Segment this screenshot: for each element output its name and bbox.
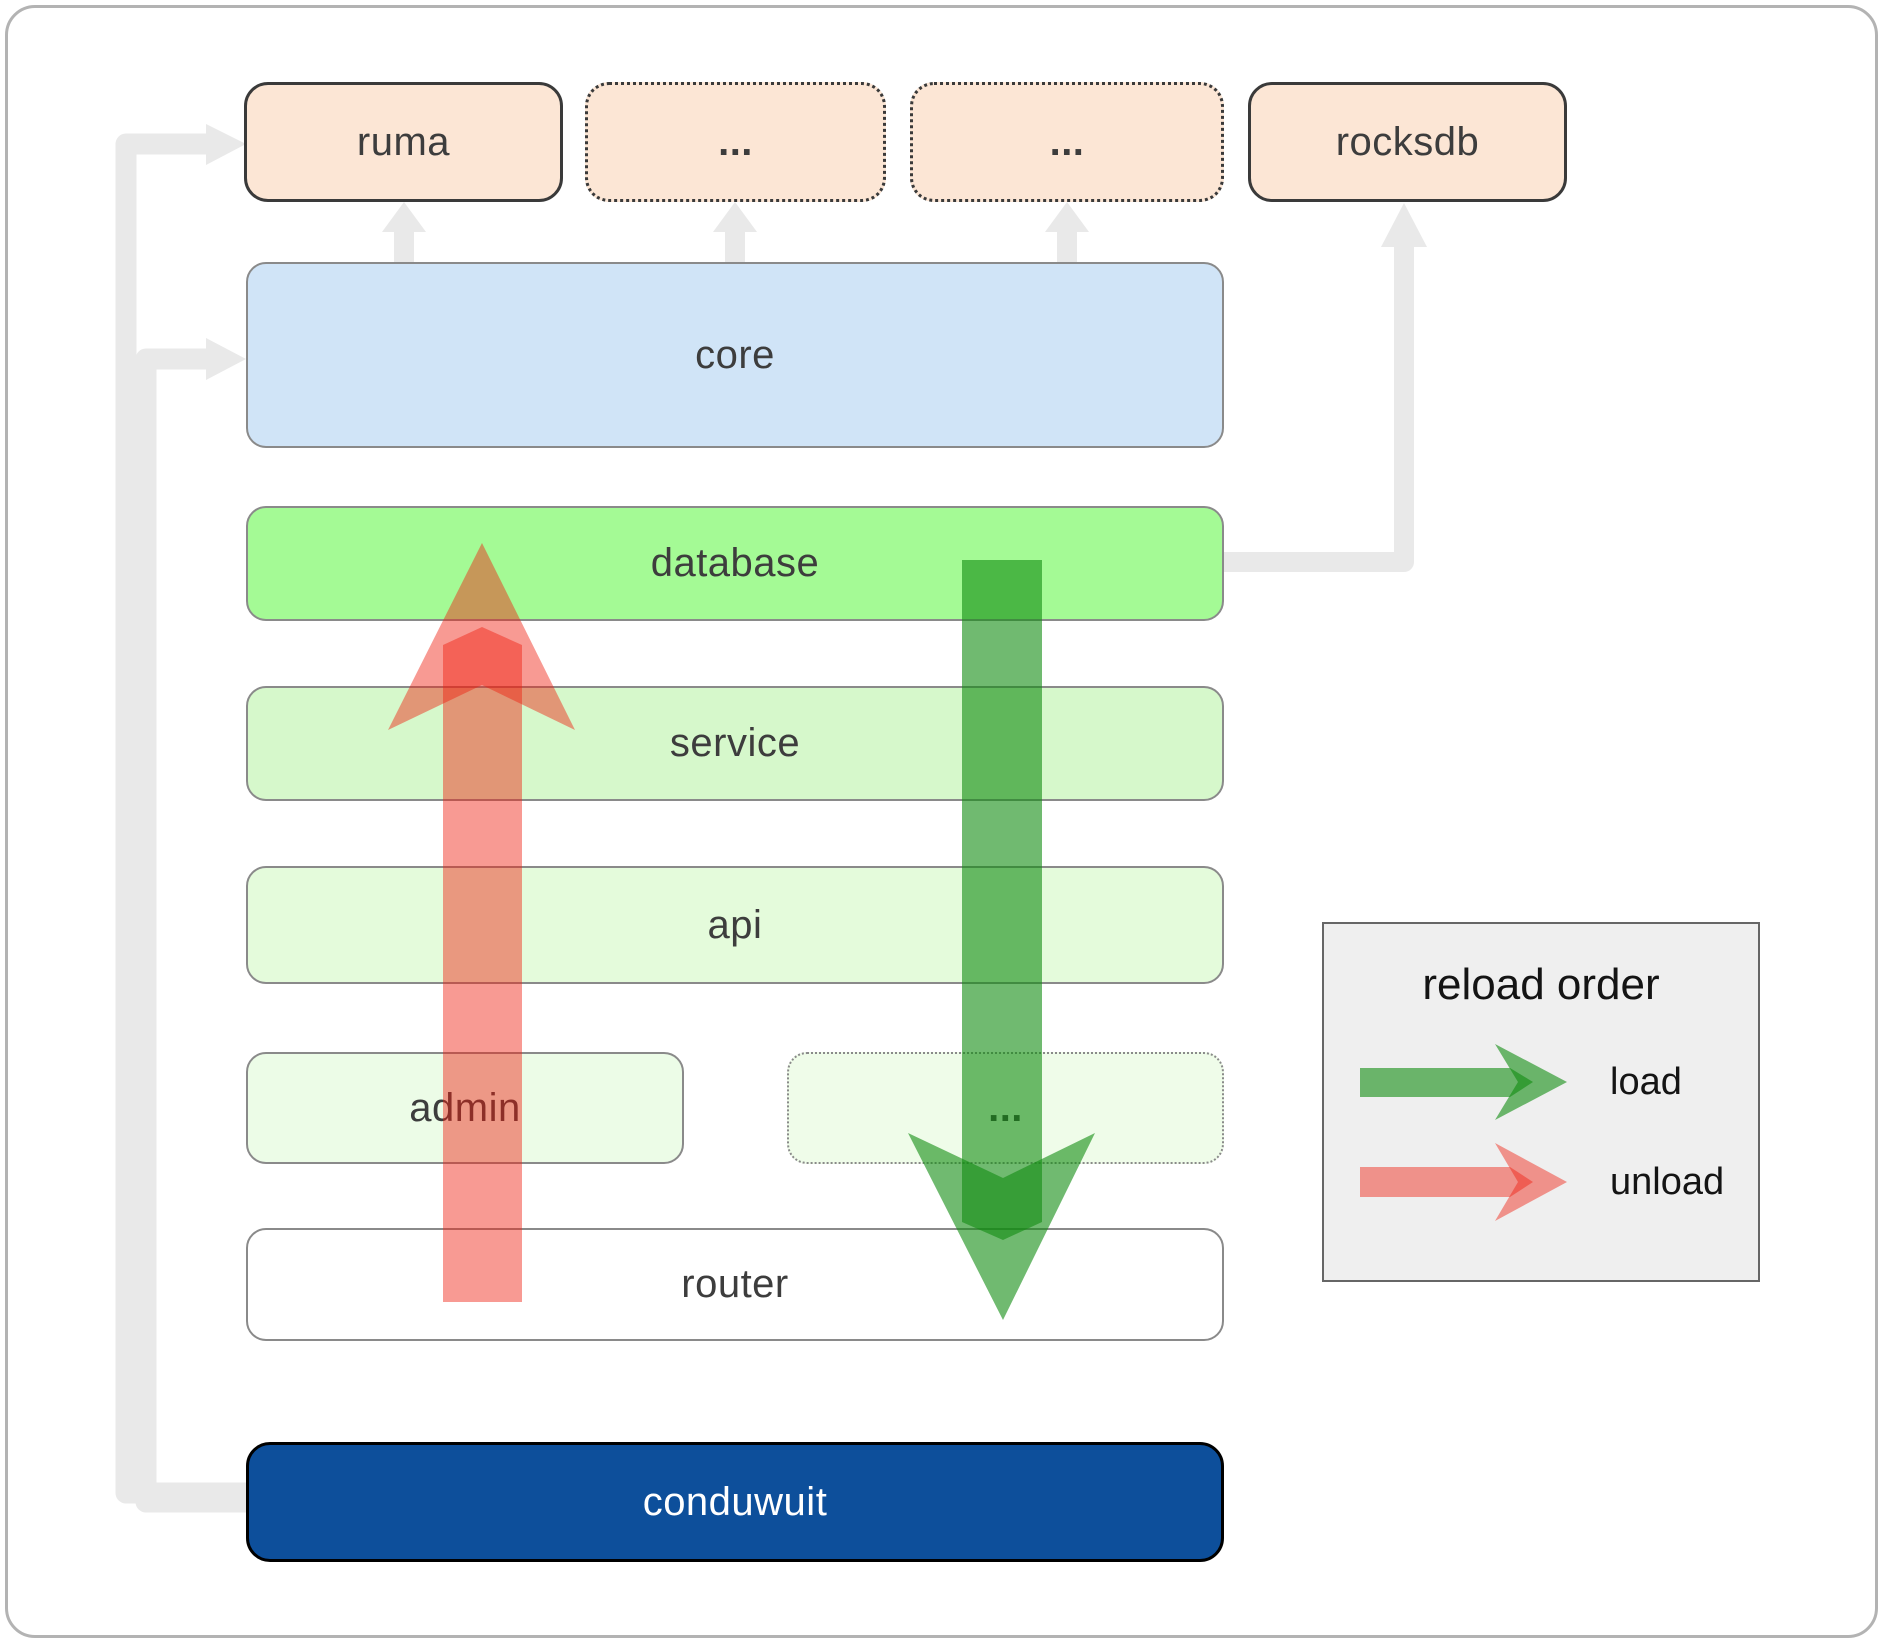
box-api: api bbox=[246, 866, 1224, 984]
box-admin-more-label: ... bbox=[988, 1085, 1023, 1130]
legend-panel: reload order bbox=[1322, 922, 1760, 1282]
box-ruma-label: ruma bbox=[356, 119, 451, 164]
box-admin-more: ... bbox=[787, 1052, 1224, 1164]
arrowhead-core-to-ruma bbox=[382, 202, 426, 232]
arrowhead-into-core bbox=[206, 338, 246, 380]
connector-database-to-rocksdb bbox=[1222, 247, 1414, 572]
box-rocksdb-label: rocksdb bbox=[1335, 119, 1480, 164]
box-admin: admin bbox=[246, 1052, 684, 1164]
box-rocksdb: rocksdb bbox=[1248, 82, 1567, 202]
legend-title: reload order bbox=[1422, 960, 1660, 1009]
arrowhead-core-to-more-1 bbox=[713, 202, 757, 232]
arrowhead-into-rocksdb bbox=[1381, 203, 1427, 247]
legend-load-label: load bbox=[1610, 1061, 1682, 1103]
box-router: router bbox=[246, 1228, 1224, 1341]
box-more-crates-1: ... bbox=[585, 82, 886, 202]
box-api-label: api bbox=[707, 902, 763, 947]
page-border bbox=[5, 5, 1878, 1638]
connector-conduwuit-to-core bbox=[135, 348, 246, 1513]
box-admin-label: admin bbox=[409, 1085, 521, 1130]
box-more-crates-2-label: ... bbox=[1049, 119, 1085, 164]
box-ruma: ruma bbox=[244, 82, 563, 202]
legend-unload-label: unload bbox=[1610, 1161, 1725, 1203]
box-router-label: router bbox=[681, 1262, 789, 1306]
arrowhead-into-ruma bbox=[206, 124, 246, 165]
box-more-crates-2: ... bbox=[910, 82, 1224, 202]
box-more-crates-1-label: ... bbox=[718, 119, 753, 164]
box-service: service bbox=[246, 686, 1224, 801]
box-conduwuit: conduwuit bbox=[246, 1442, 1224, 1562]
box-core: core bbox=[246, 262, 1224, 448]
box-database: database bbox=[246, 506, 1224, 621]
box-core-label: core bbox=[695, 332, 775, 377]
box-service-label: service bbox=[669, 721, 801, 765]
box-conduwuit-label: conduwuit bbox=[642, 1479, 828, 1524]
box-database-label: database bbox=[650, 541, 820, 585]
arrowhead-core-to-more-2 bbox=[1045, 202, 1089, 232]
